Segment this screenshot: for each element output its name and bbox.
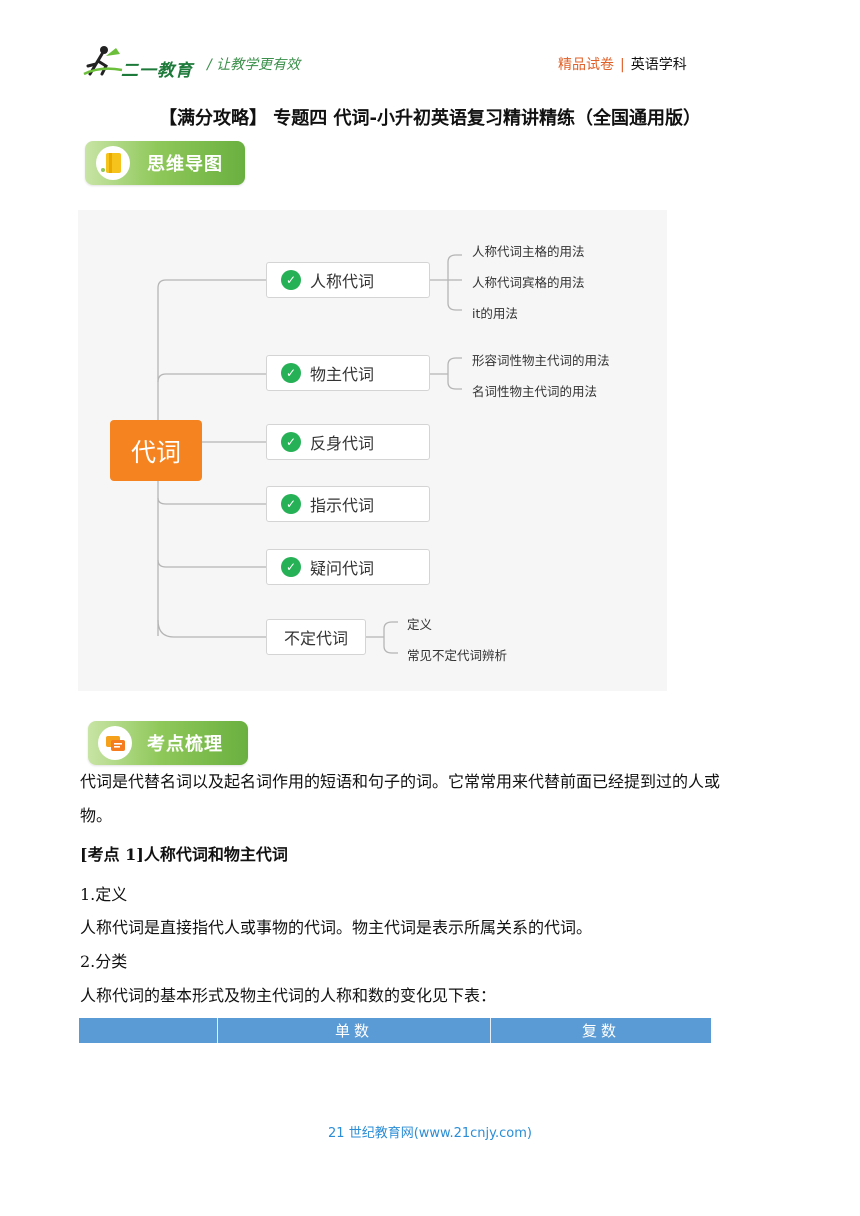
mind-map-node-personal: ✓ 人称代词: [266, 262, 430, 298]
node-label: 人称代词: [310, 272, 375, 291]
slogan: / 让教学更有效: [207, 57, 301, 73]
mind-map-node-reflexive: ✓ 反身代词: [266, 424, 430, 460]
mind-map-node-demonstrative: ✓ 指示代词: [266, 486, 430, 522]
check-icon: ✓: [281, 557, 301, 577]
mind-map-connectors: [157, 254, 462, 654]
check-icon: ✓: [281, 432, 301, 452]
category-heading: 2.分类: [80, 952, 128, 971]
node-label: 物主代词: [310, 365, 375, 384]
logo-runner-icon: [83, 46, 123, 76]
pronoun-table-header: 单数 复数: [79, 1018, 711, 1043]
category-text: 人称代词的基本形式及物主代词的人称和数的变化见下表：: [80, 986, 497, 1005]
quality-tag: 精品试卷: [558, 57, 614, 73]
mind-map-leaf: 名词性物主代词的用法: [472, 384, 598, 399]
logo-text: 二一教育: [121, 61, 193, 81]
definition-text: 人称代词是直接指代人或事物的代词。物主代词是表示所属关系的代词。: [80, 918, 593, 937]
chat-bubble-icon: [98, 726, 132, 760]
table-header-cell: [79, 1018, 218, 1043]
check-icon: ✓: [281, 363, 301, 383]
key-point-1-prefix: [考点 1]: [80, 845, 144, 864]
mind-map-leaf: 人称代词宾格的用法: [472, 275, 585, 290]
footer: 21 世纪教育网(www.21cnjy.com): [328, 1126, 532, 1141]
mind-map-node-interrogative: ✓ 疑问代词: [266, 549, 430, 585]
subject-tag: 英语学科: [630, 57, 687, 73]
key-point-1-title: 人称代词和物主代词: [143, 845, 288, 864]
logo: [80, 44, 200, 84]
check-icon: ✓: [281, 494, 301, 514]
header-tags: 精品试卷 | 英语学科: [558, 54, 687, 74]
mindmap-banner-label: 思维导图: [147, 154, 223, 175]
header-separator: |: [620, 57, 625, 73]
mind-map-node-possessive: ✓ 物主代词: [266, 355, 430, 391]
node-label: 不定代词: [283, 629, 348, 648]
table-header-cell: 单数: [218, 1018, 491, 1043]
table-header-cell: 复数: [581, 1022, 620, 1040]
mind-map-node-indefinite: 不定代词: [266, 619, 366, 655]
document-title: 【满分攻略】 专题四 代词-小升初英语复习精讲精练（全国通用版）: [158, 108, 701, 129]
mind-map: 代词 ✓ 人称代词 ✓ 物主代词 ✓ 反身代词 ✓ 指示代词 ✓ 疑问代词 不定代词 人称…: [78, 210, 667, 691]
notebook-icon: [96, 146, 130, 180]
mind-map-root: 代词: [110, 420, 202, 481]
intro-line-2: 物。: [80, 806, 113, 825]
mind-map-leaf: it的用法: [472, 306, 518, 321]
mind-map-leaf: 定义: [407, 617, 433, 632]
key-point-1-heading: [考点 1]人称代词和物主代词: [80, 838, 785, 872]
node-label: 反身代词: [310, 434, 375, 453]
key-points-banner-label: 考点梳理: [147, 734, 223, 755]
check-icon: ✓: [281, 270, 301, 290]
mind-map-leaf: 人称代词主格的用法: [472, 244, 585, 259]
mind-map-leaf: 常见不定代词辨析: [407, 648, 508, 663]
node-label: 指示代词: [310, 496, 375, 515]
mind-map-leaf: 形容词性物主代词的用法: [472, 353, 610, 368]
definition-heading: 1.定义: [80, 885, 128, 904]
intro-line-1: 代词是代替名词以及起名词作用的短语和句子的词。它常常用来代替前面已经提到过的人或: [80, 772, 721, 791]
node-label: 疑问代词: [310, 559, 375, 578]
